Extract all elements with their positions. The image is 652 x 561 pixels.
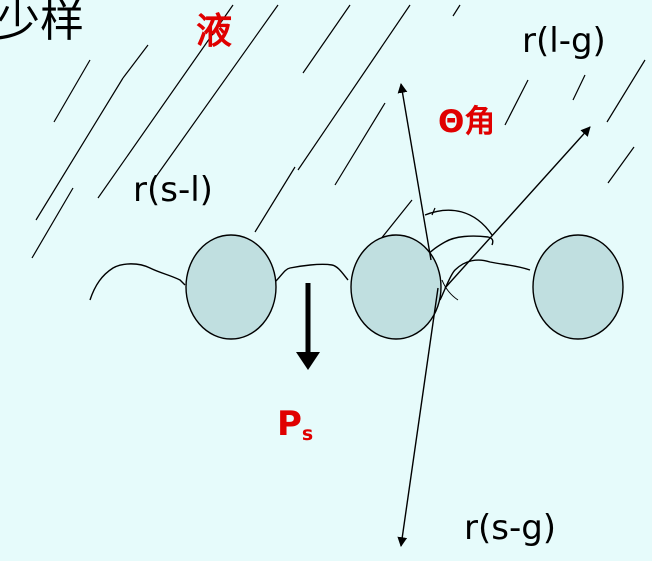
particles — [186, 235, 623, 339]
particle-left — [186, 235, 276, 339]
ps-subscript: s — [302, 423, 313, 445]
liquid-label: 液 — [196, 14, 232, 50]
ps-arrow — [296, 283, 320, 370]
particle-middle — [351, 235, 441, 339]
slide-title: 少样 — [0, 0, 84, 44]
arrow-vertical-up — [401, 84, 431, 260]
ps-main-text: P — [277, 404, 302, 444]
r-lg-label: r(l-g) — [522, 24, 606, 58]
theta-angle-label: Θ角 — [438, 107, 495, 138]
r-sl-label: r(s-l) — [133, 173, 213, 207]
particle-right — [533, 235, 623, 339]
ps-label: Ps — [277, 407, 313, 444]
angle-arc — [425, 210, 492, 235]
r-sg-label: r(s-g) — [464, 511, 556, 545]
